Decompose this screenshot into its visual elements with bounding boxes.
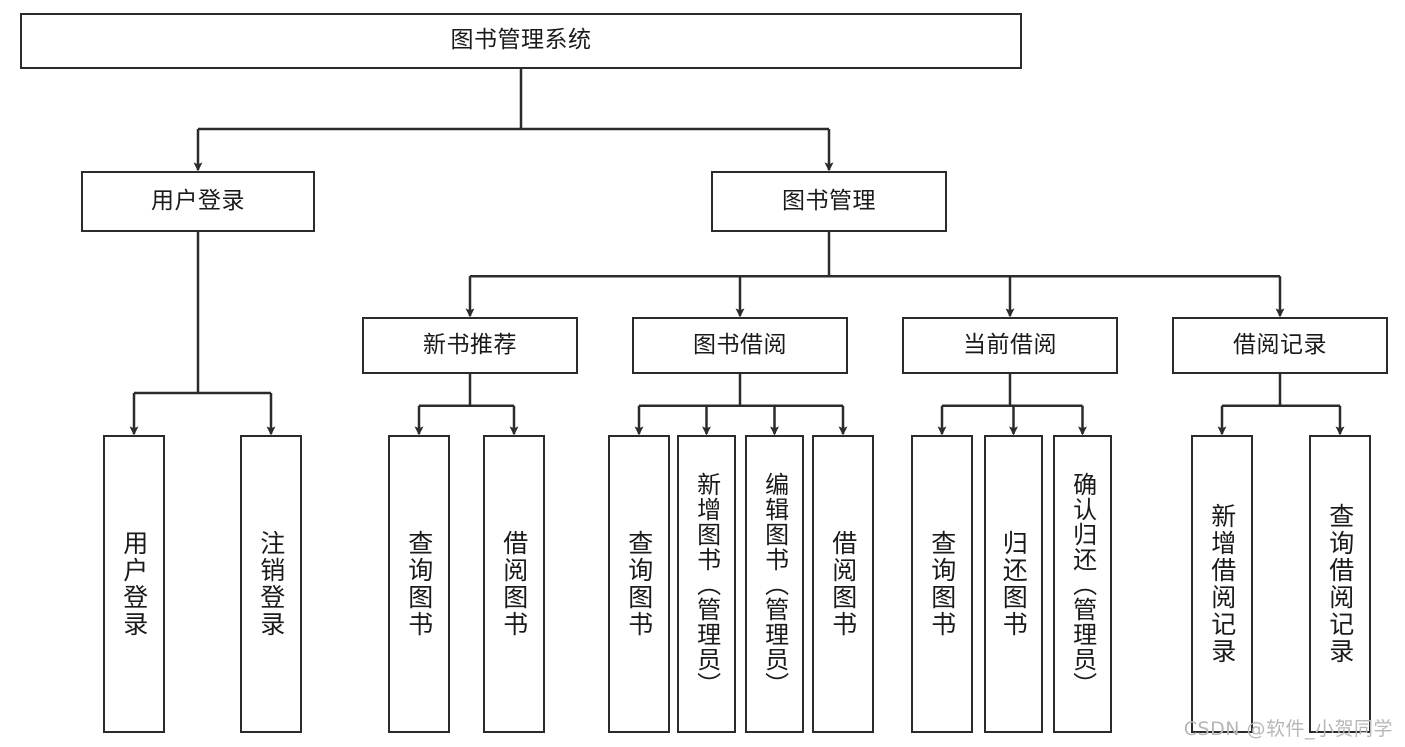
node-current[interactable]: 当前借阅 [902,317,1118,374]
node-leaf-confirm-return-admin[interactable]: 确认归还（管理员） [1053,435,1112,733]
node-label: 借阅记录 [1233,331,1327,358]
node-root[interactable]: 图书管理系统 [20,13,1022,69]
node-bookmgmt[interactable]: 图书管理 [711,171,947,232]
node-leaf-borrow-book[interactable]: 借阅图书 [812,435,874,733]
node-label: 图书借阅 [693,331,787,358]
node-label: 用户登录 [119,530,149,638]
node-label: 图书管理 [782,187,876,214]
node-leaf-query-record[interactable]: 查询借阅记录 [1309,435,1371,733]
node-label: 用户登录 [151,187,245,214]
node-leaf-logout[interactable]: 注销登录 [240,435,302,733]
node-label: 归还图书 [999,530,1029,638]
node-label: 查询图书 [927,530,957,638]
node-records[interactable]: 借阅记录 [1172,317,1388,374]
node-label: 查询借阅记录 [1325,503,1355,665]
node-label: 图书管理系统 [450,27,592,54]
node-label: 注销登录 [256,530,286,638]
node-login[interactable]: 用户登录 [81,171,315,232]
node-leaf-query-book-new[interactable]: 查询图书 [388,435,450,733]
node-leaf-add-record[interactable]: 新增借阅记录 [1191,435,1253,733]
node-leaf-return-book[interactable]: 归还图书 [984,435,1043,733]
node-leaf-borrow-book-new[interactable]: 借阅图书 [483,435,545,733]
node-label: 当前借阅 [963,331,1057,358]
node-leaf-add-book-admin[interactable]: 新增图书（管理员） [677,435,736,733]
node-label: 编辑图书（管理员） [760,471,789,697]
node-label: 借阅图书 [828,530,858,638]
node-newbook[interactable]: 新书推荐 [362,317,578,374]
node-label: 新增借阅记录 [1207,503,1237,665]
node-borrow[interactable]: 图书借阅 [632,317,848,374]
node-leaf-edit-book-admin[interactable]: 编辑图书（管理员） [745,435,804,733]
node-label: 确认归还（管理员） [1068,471,1097,697]
node-label: 借阅图书 [499,530,529,638]
node-label: 新书推荐 [423,331,517,358]
node-label: 新增图书（管理员） [692,471,721,697]
node-label: 查询图书 [624,530,654,638]
node-leaf-query-book-borrow[interactable]: 查询图书 [608,435,670,733]
watermark-text: CSDN @软件_小贺同学 [1183,718,1393,740]
node-leaf-query-book-current[interactable]: 查询图书 [911,435,973,733]
node-label: 查询图书 [404,530,434,638]
node-leaf-user-login[interactable]: 用户登录 [103,435,165,733]
